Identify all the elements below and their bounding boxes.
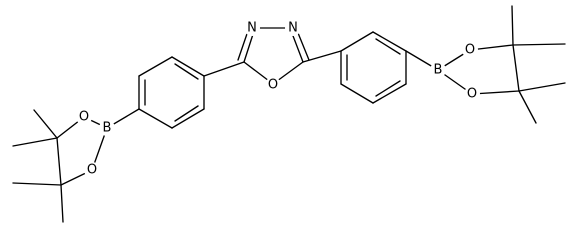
bond <box>511 5 514 46</box>
bond <box>340 31 374 52</box>
bond <box>12 137 58 147</box>
atom-symbol: O <box>79 110 89 125</box>
bond <box>138 108 173 129</box>
atom-symbol: B <box>434 63 443 78</box>
bond <box>372 31 407 52</box>
bond <box>518 90 537 124</box>
bond <box>171 56 205 77</box>
atom-symbol: B <box>103 121 112 136</box>
left-benzene-ring <box>106 56 205 129</box>
atom-symbol: N <box>288 21 298 36</box>
bond <box>60 184 64 223</box>
atom-n-left: N <box>244 20 260 36</box>
bond <box>372 83 407 104</box>
molecule-structure-diagram: B O O N N O B O <box>12 5 566 223</box>
atom-symbol: O <box>467 87 477 102</box>
atom-labels: B O O N N O B O <box>76 20 480 178</box>
atom-o-ring: O <box>265 77 281 93</box>
bond <box>302 50 342 63</box>
atom-symbol: O <box>465 43 475 58</box>
bond <box>174 63 199 80</box>
bond <box>12 182 62 186</box>
bond <box>56 137 62 186</box>
bond <box>138 56 173 77</box>
bond <box>375 38 401 55</box>
bond <box>171 108 205 129</box>
atom-o-left-bottom: O <box>84 162 100 178</box>
bond <box>340 83 374 104</box>
atom-o-right-top: O <box>462 42 478 58</box>
right-pinacol-boronate <box>437 5 566 124</box>
bond <box>512 44 520 92</box>
atom-o-right-bottom: O <box>464 86 480 102</box>
bond <box>518 82 566 92</box>
atom-symbol: N <box>247 21 257 36</box>
bond <box>33 109 58 139</box>
atom-b-left: B <box>99 120 115 136</box>
bond <box>375 80 401 97</box>
atom-n-right: N <box>285 20 301 36</box>
bond <box>174 105 199 122</box>
oxadiazole-ring <box>203 27 342 85</box>
right-benzene-ring <box>340 31 439 104</box>
bond <box>203 61 245 77</box>
atom-symbol: O <box>268 78 278 93</box>
atom-symbol: O <box>87 163 97 178</box>
atom-b-right: B <box>430 62 446 78</box>
atom-o-left-top: O <box>76 109 92 125</box>
bond <box>512 43 566 46</box>
